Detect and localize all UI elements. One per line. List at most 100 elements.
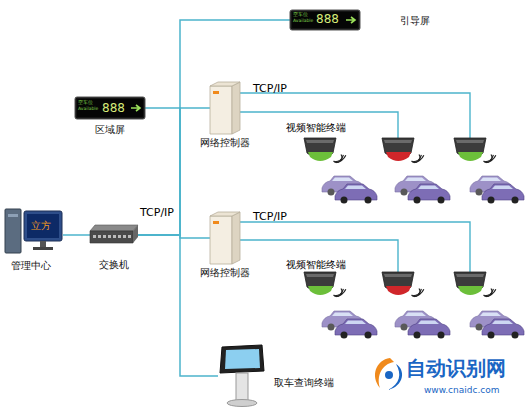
screen-panel [292,12,358,28]
network-cable [138,108,210,235]
terminal-label: 视频智能终端 [286,123,346,133]
cabinet-front [210,86,232,134]
wireless-wave [336,155,346,162]
protocol-label: TCP/IP [253,83,287,94]
car-wheel [401,189,408,196]
camera-rim [456,140,484,143]
device-icon [5,205,63,257]
status-plate [213,91,219,94]
cabinet-top [210,82,240,86]
switch-side [133,225,138,243]
device-icon [90,225,138,245]
wireless-wave [336,289,346,296]
car-group [322,176,524,339]
cabinet-side [232,212,240,264]
device-label: 网络控制器 [200,267,250,278]
car-window [418,186,439,190]
car-wheel [365,332,372,339]
car-wheel [328,189,335,196]
parked-car [408,184,450,204]
direction-arrow [346,17,355,23]
parked-car [482,184,524,204]
switch-port [93,235,96,238]
wireless-wave [486,289,496,296]
car-window [345,186,366,190]
car-wheel [476,324,483,331]
car-body [335,184,377,200]
screen-caption: Available [293,19,313,24]
logo-swirl [375,358,394,388]
car-wheel [401,324,408,331]
cabinet-front [210,216,232,264]
car-window [345,321,366,325]
parked-car [335,184,377,204]
watermark-text: 自动识别网 [406,358,506,378]
parked-car [335,319,377,339]
protocol-label: TCP/IP [140,207,174,218]
car-wheel [341,332,348,339]
camera-terminal [454,272,496,297]
car-wheel [438,197,445,204]
query-kiosk: 取车查询终端 [218,345,266,407]
device-label: 交换机 [99,259,129,270]
monitor-screen [27,214,59,238]
car-window [480,313,501,317]
screen-caption: 空车位 [293,12,308,17]
network-controller: 网络控制器 [210,212,240,264]
protocol-label: TCP/IP [253,211,287,222]
wireless-wave [414,289,424,296]
car-window [405,178,426,182]
terminal-label: 视频智能终端 [286,260,346,270]
monitor-base [33,247,53,250]
device-label: 管理中心 [11,260,51,271]
camera-light [386,286,411,295]
screen-frame [75,97,145,119]
kiosk-pedestal [236,373,248,401]
direction-arrow [131,105,140,111]
camera-rim [384,140,412,143]
car-window [405,313,426,317]
switch-front [90,231,133,243]
camera-terminal [454,138,496,163]
camera-wire [240,112,398,138]
camera-rim [306,274,334,277]
car-wheel [341,197,348,204]
parked-car [482,319,524,339]
car-window [418,321,439,325]
device-icon [218,345,266,407]
pc-tower [5,209,21,253]
switch-port [103,235,106,238]
car-wheel [488,332,495,339]
switch-port [108,235,111,238]
car-window [480,178,501,182]
device-label: 区域屏 [95,124,125,135]
camera-rim [384,274,412,277]
cabinet-top [210,212,240,216]
network-cable [138,235,218,376]
camera-group [304,138,496,297]
network-cable [138,235,210,238]
car-body [335,319,377,335]
car-window [492,321,513,325]
network-cable [138,20,290,235]
switch-port [98,235,101,238]
screen-digits: 888 [316,13,339,25]
car-wheel [512,197,519,204]
camera-wire [240,222,470,272]
car-wheel [365,197,372,204]
logo-dot [385,371,393,379]
car-window [492,186,513,190]
car-body [408,319,450,335]
switch-top [90,225,138,231]
car-body [408,184,450,200]
device-icon [210,212,240,264]
car-wheel [414,197,421,204]
camera-light [386,152,411,161]
car-wheel [488,197,495,204]
monitor-logo: 立方 [31,221,51,231]
device-label: 引导屏 [400,15,430,26]
camera-terminal [304,138,346,163]
